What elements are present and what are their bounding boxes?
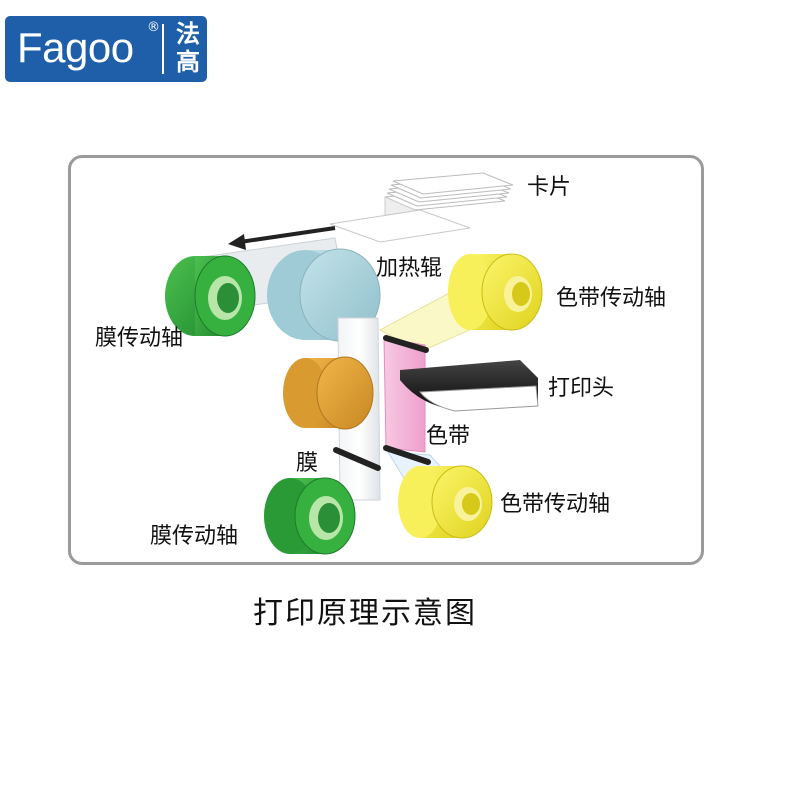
label-ribbon-shaft-top: 色带传动轴 — [556, 286, 667, 311]
film-roller-bottom — [264, 477, 356, 555]
label-film: 膜 — [296, 451, 319, 476]
ribbon-roller-top — [448, 253, 543, 331]
logo-chinese-bottom: 高 — [176, 48, 200, 76]
registered-mark: ® — [147, 20, 160, 35]
label-film-shaft-top: 膜传动轴 — [95, 326, 184, 351]
ribbon-roller-bottom — [398, 465, 493, 539]
film-roller-top — [165, 255, 256, 337]
card-stack — [384, 172, 514, 228]
ribbon-rollers-small — [333, 335, 431, 471]
label-film-shaft-bottom: 膜传动轴 — [150, 524, 239, 549]
print-head — [400, 360, 539, 412]
feed-arrow — [228, 226, 336, 250]
logo-divider — [162, 24, 164, 74]
label-print-head: 打印头 — [548, 376, 615, 401]
fagoo-logo: Fagoo ® 法 高 — [5, 16, 207, 82]
logo-chinese-top: 法 — [176, 20, 200, 48]
label-ribbon-shaft-bottom: 色带传动轴 — [500, 492, 611, 517]
orange-roller — [283, 356, 374, 430]
label-ribbon: 色带 — [426, 424, 471, 449]
logo-chinese: 法 高 — [171, 20, 205, 76]
logo-wordmark: Fagoo — [17, 24, 134, 71]
label-heat-roller: 加热辊 — [376, 256, 443, 281]
label-card: 卡片 — [527, 175, 572, 200]
diagram-caption: 打印原理示意图 — [253, 596, 477, 631]
